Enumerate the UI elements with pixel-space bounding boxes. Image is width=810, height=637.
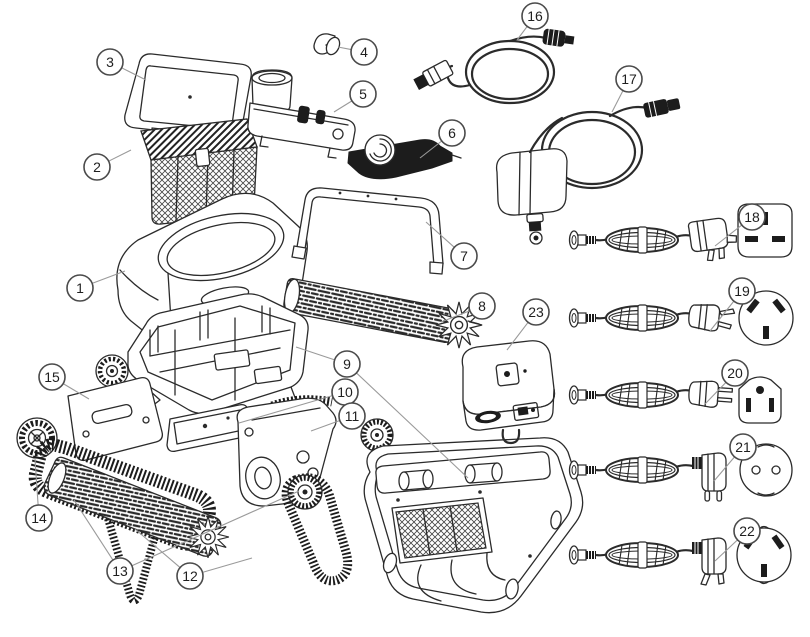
cn-socket-icon xyxy=(738,290,794,346)
svg-text:10: 10 xyxy=(337,384,353,400)
part-drive-motor-drawing xyxy=(236,395,394,507)
leader-line-23 xyxy=(506,322,529,351)
svg-text:8: 8 xyxy=(478,298,486,314)
leader-line-2 xyxy=(108,149,132,162)
part-power-cord-cn-drawing xyxy=(568,290,794,346)
callout-2: 2 xyxy=(83,153,111,181)
part-handle-drawing xyxy=(291,187,444,275)
svg-text:7: 7 xyxy=(460,248,468,264)
part-track-left-drawing xyxy=(28,438,230,605)
part-impeller-unit-drawing xyxy=(347,134,462,180)
callout-14: 14 xyxy=(25,504,53,532)
callout-18: 18 xyxy=(738,203,766,231)
svg-text:5: 5 xyxy=(359,86,367,102)
leader-line-19 xyxy=(709,300,735,332)
callout-5: 5 xyxy=(349,80,377,108)
leader-line-20 xyxy=(704,381,727,405)
svg-text:12: 12 xyxy=(182,568,198,584)
svg-text:1: 1 xyxy=(76,280,84,296)
leader-lines-layer xyxy=(34,26,743,573)
svg-text:3: 3 xyxy=(106,54,114,70)
part-power-cord-uk-drawing xyxy=(568,203,793,262)
part-brush-roller-drawing xyxy=(283,277,483,349)
eu-socket-icon xyxy=(739,443,793,497)
part-power-supply-drawing xyxy=(461,340,556,445)
us-socket-icon xyxy=(738,376,782,424)
callout-7: 7 xyxy=(450,242,478,270)
svg-text:20: 20 xyxy=(727,365,743,381)
svg-text:21: 21 xyxy=(735,439,751,455)
svg-text:4: 4 xyxy=(360,44,368,60)
callout-17: 17 xyxy=(615,65,643,93)
leader-line-22 xyxy=(714,539,738,562)
svg-text:23: 23 xyxy=(528,304,544,320)
callout-10: 10 xyxy=(331,378,359,406)
callout-3: 3 xyxy=(96,48,124,76)
leader-line-13 xyxy=(131,490,300,567)
svg-text:17: 17 xyxy=(621,71,637,87)
part-float-cable-drawing xyxy=(495,98,681,245)
part-clip-drawing xyxy=(313,33,341,56)
leader-line-12 xyxy=(134,528,181,568)
callout-1: 1 xyxy=(66,274,94,302)
callout-16: 16 xyxy=(521,2,549,30)
leader-line-17 xyxy=(611,90,624,113)
leader-line-16 xyxy=(516,26,528,41)
part-power-cord-us-drawing xyxy=(568,376,782,424)
svg-text:6: 6 xyxy=(448,125,456,141)
svg-text:19: 19 xyxy=(734,283,750,299)
leader-line-11 xyxy=(310,419,340,432)
leader-line-15 xyxy=(62,383,90,400)
leader-line-8 xyxy=(440,310,471,323)
leader-line-10 xyxy=(238,395,333,424)
svg-text:13: 13 xyxy=(112,563,128,579)
svg-text:15: 15 xyxy=(44,369,60,385)
part-drive-belt-drawing xyxy=(281,473,353,586)
svg-text:11: 11 xyxy=(345,408,360,424)
leader-line-5 xyxy=(333,100,353,113)
callout-20: 20 xyxy=(721,359,749,387)
leader-line-3 xyxy=(121,67,147,81)
svg-text:16: 16 xyxy=(527,8,543,24)
leader-line-13 xyxy=(73,499,114,561)
part-floating-cable-drawing xyxy=(413,28,575,105)
svg-text:22: 22 xyxy=(739,523,755,539)
callout-6: 6 xyxy=(438,119,466,147)
callout-15: 15 xyxy=(38,363,66,391)
leader-line-14 xyxy=(34,458,39,506)
part-pump-assembly-drawing xyxy=(247,69,356,159)
leader-line-1 xyxy=(91,270,126,284)
callout-21: 21 xyxy=(729,433,757,461)
part-bottom-shell-drawing xyxy=(363,437,584,614)
svg-text:9: 9 xyxy=(343,356,351,372)
callout-9: 9 xyxy=(333,350,361,378)
callout-13: 13 xyxy=(106,557,134,585)
leader-line-18 xyxy=(714,224,743,247)
leader-line-12 xyxy=(202,557,253,573)
callout-11: 11 xyxy=(338,402,366,430)
callout-12: 12 xyxy=(176,562,204,590)
callout-4: 4 xyxy=(350,38,378,66)
part-power-cord-eu-drawing xyxy=(568,443,793,502)
leader-line-9 xyxy=(295,346,335,361)
callout-23: 23 xyxy=(522,298,550,326)
svg-text:2: 2 xyxy=(93,159,101,175)
svg-text:18: 18 xyxy=(744,209,760,225)
part-side-panel-drawing xyxy=(67,354,164,462)
callout-8: 8 xyxy=(468,292,496,320)
leader-line-21 xyxy=(713,456,735,482)
leader-line-9 xyxy=(356,372,469,479)
leader-line-4 xyxy=(337,46,352,51)
callout-22: 22 xyxy=(733,517,761,545)
callout-19: 19 xyxy=(728,277,756,305)
leader-line-6 xyxy=(419,140,443,159)
svg-text:14: 14 xyxy=(31,510,47,526)
leader-line-7 xyxy=(425,221,455,248)
